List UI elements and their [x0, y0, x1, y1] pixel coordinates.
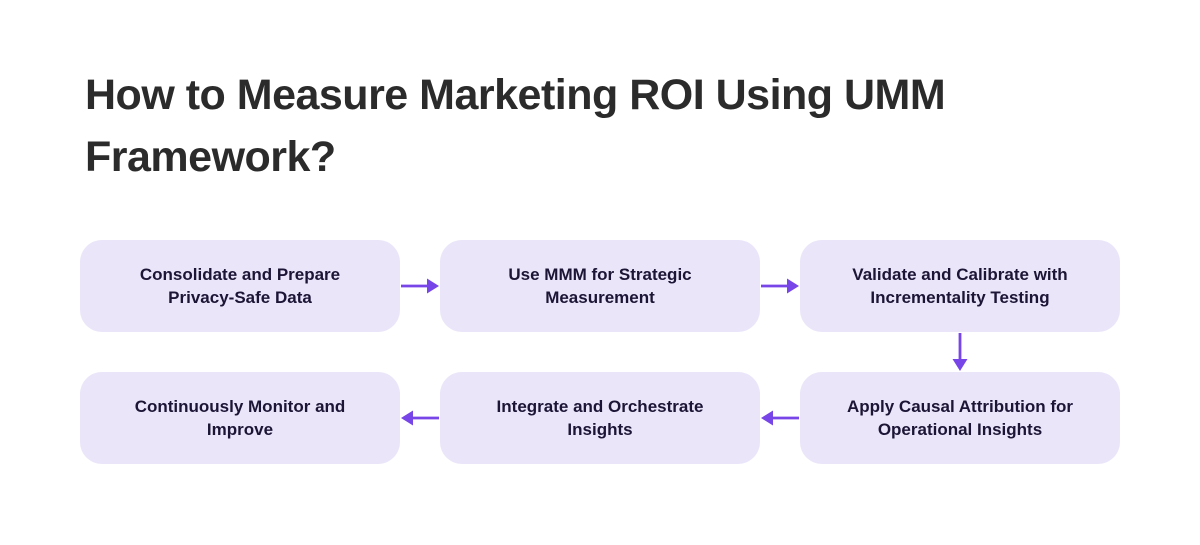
arrow-right-icon: [761, 278, 799, 294]
step-label: Apply Causal Attribution for Operational…: [846, 397, 1074, 439]
step-consolidate-prepare-data-box: Consolidate and Prepare Privacy-Safe Dat…: [80, 240, 400, 332]
arrow-right-icon: [401, 278, 439, 294]
arrow-left-icon: [401, 410, 439, 426]
step-use-mmm-strategic-measurement-box: Use MMM for Strategic Measurement: [440, 240, 760, 332]
step-label: Validate and Calibrate with Incrementali…: [852, 265, 1068, 307]
step-label: Consolidate and Prepare Privacy-Safe Dat…: [139, 265, 341, 307]
step-continuously-monitor-improve-box: Continuously Monitor and Improve: [80, 372, 400, 464]
arrow-left-icon: [761, 410, 799, 426]
step-integrate-orchestrate-insights-box: Integrate and Orchestrate Insights: [440, 372, 760, 464]
step-label: Continuously Monitor and Improve: [134, 397, 346, 439]
step-validate-calibrate-incrementality-box: Validate and Calibrate with Incrementali…: [800, 240, 1120, 332]
step-label: Integrate and Orchestrate Insights: [496, 397, 704, 439]
step-apply-causal-attribution-box: Apply Causal Attribution for Operational…: [800, 372, 1120, 464]
step-label: Use MMM for Strategic Measurement: [508, 265, 692, 307]
page-title: How to Measure Marketing ROI Using UMM F…: [85, 71, 946, 181]
arrow-down-icon: [952, 333, 968, 371]
